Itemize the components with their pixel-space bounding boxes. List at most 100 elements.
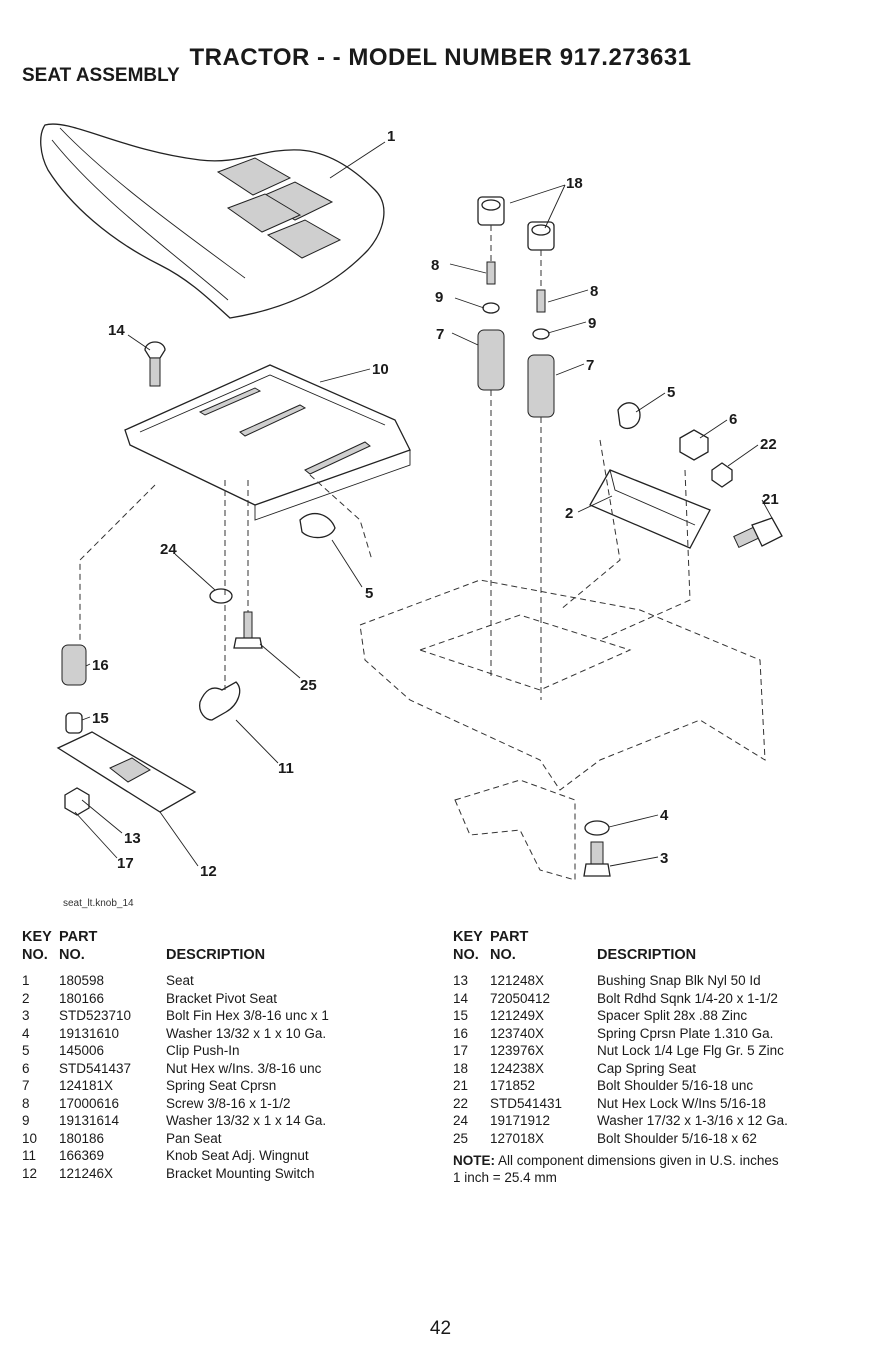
- description-cell: Spacer Split 28x .88 Zinc: [597, 1008, 748, 1023]
- key-no-cell: 9: [22, 1113, 30, 1128]
- part-no-cell: 17000616: [59, 1095, 120, 1111]
- table-row: 7 124181X Spring Seat Cprsn: [22, 1077, 422, 1095]
- tractor-frame-outline: [359, 439, 766, 881]
- key-no-cell: 8: [22, 1095, 30, 1111]
- key-no-cell: 24: [453, 1113, 469, 1128]
- callout-11: 11: [278, 760, 294, 777]
- description-cell: Spring Cprsn Plate 1.310 Ga.: [597, 1025, 774, 1041]
- key-no-cell: 22: [453, 1095, 469, 1111]
- part-no-cell: 180166: [59, 990, 105, 1006]
- part-no-cell: 180186: [59, 1130, 105, 1146]
- page-number: 42: [429, 1318, 452, 1339]
- part-no-cell: STD541431: [490, 1095, 563, 1111]
- description-cell: Bolt Fin Hex 3/8-16 unc x 1: [166, 1008, 329, 1023]
- washer-24-part: [209, 588, 233, 604]
- table-header-top: KEY PART: [22, 929, 98, 945]
- shoulder-bolt-part: [733, 517, 783, 549]
- note-text: All component dimensions given in U.S. i…: [495, 1153, 779, 1168]
- callout-5a: 5: [667, 384, 675, 401]
- description-cell: Spring Seat Cprsn: [166, 1078, 277, 1093]
- callout-8b: 8: [590, 283, 598, 300]
- description-cell: Bracket Mounting Switch: [166, 1165, 315, 1181]
- plate-spring-part: [61, 644, 87, 686]
- description-cell: Seat: [166, 973, 194, 988]
- description-cell: Knob Seat Adj. Wingnut: [166, 1148, 309, 1163]
- shoulder-bolt-25-part: [233, 611, 263, 649]
- callout-15: 15: [92, 710, 109, 727]
- part-no-cell: 166369: [59, 1148, 105, 1163]
- callout-10: 10: [372, 361, 389, 378]
- spring-stack-left: [477, 196, 505, 391]
- callout-8a: 8: [431, 257, 439, 274]
- callout-7b: 7: [586, 357, 594, 374]
- key-no-cell: 1: [22, 973, 30, 988]
- description-cell: Cap Spring Seat: [597, 1060, 697, 1076]
- part-no-cell: 171852: [490, 1078, 536, 1093]
- table-row: 14 72050412 Bolt Rdhd Sqnk 1/4-20 x 1-1/2: [453, 990, 863, 1008]
- wingnut-knob-part: [199, 681, 241, 721]
- callout-21: 21: [762, 491, 779, 508]
- callout-17: 17: [117, 855, 134, 872]
- lock-nut-17-part: [64, 787, 90, 816]
- push-in-clip-top: [617, 402, 641, 429]
- description-cell: Nut Hex w/Ins. 3/8-16 unc: [166, 1060, 322, 1076]
- table-header-top: KEY PART: [453, 929, 529, 945]
- description-cell: Bolt Rdhd Sqnk 1/4-20 x 1-1/2: [597, 990, 778, 1006]
- table-row: 22 STD541431 Nut Hex Lock W/Ins 5/16-18: [453, 1095, 863, 1113]
- key-no-cell: 3: [22, 1008, 30, 1023]
- part-no-cell: STD541437: [59, 1060, 132, 1076]
- part-no-cell: 121249X: [490, 1008, 545, 1023]
- callout-16: 16: [92, 657, 109, 674]
- table-row: 11 166369 Knob Seat Adj. Wingnut: [22, 1147, 422, 1165]
- callout-14: 14: [108, 322, 125, 339]
- key-no-cell: 12: [22, 1165, 38, 1181]
- part-no-cell: 124238X: [490, 1060, 545, 1076]
- key-no-cell: 2: [22, 990, 30, 1006]
- carriage-bolt-part: [144, 341, 166, 387]
- key-no-cell: 14: [453, 990, 469, 1006]
- callout-3: 3: [660, 850, 668, 867]
- part-no-cell: 145006: [59, 1043, 105, 1058]
- part-no-cell: 19171912: [490, 1113, 551, 1128]
- washer-part: [584, 820, 610, 836]
- key-no-cell: 16: [453, 1025, 469, 1041]
- part-no-cell: 19131610: [59, 1025, 120, 1041]
- table-row: 3 STD523710 Bolt Fin Hex 3/8-16 unc x 1: [22, 1007, 422, 1025]
- description-cell: Washer 17/32 x 1-3/16 x 12 Ga.: [597, 1113, 788, 1128]
- description-cell: Clip Push-In: [166, 1043, 240, 1058]
- callout-12: 12: [200, 863, 217, 880]
- description-cell: Nut Hex Lock W/Ins 5/16-18: [597, 1095, 766, 1111]
- description-cell: Screw 3/8-16 x 1-1/2: [166, 1095, 291, 1111]
- key-no-cell: 13: [453, 973, 469, 988]
- description-cell: Pan Seat: [166, 1130, 222, 1146]
- hex-bolt-part: [583, 841, 611, 877]
- key-no-cell: 18: [453, 1060, 469, 1076]
- description-cell: Bushing Snap Blk Nyl 50 Id: [597, 973, 761, 988]
- part-no-cell: STD523710: [59, 1008, 132, 1023]
- key-no-cell: 7: [22, 1078, 30, 1093]
- note-label: NOTE:: [453, 1153, 495, 1168]
- key-no-cell: 4: [22, 1025, 30, 1041]
- callout-5b: 5: [365, 585, 373, 602]
- callout-9b: 9: [588, 315, 596, 332]
- table-row: 24 19171912 Washer 17/32 x 1-3/16 x 12 Ga.: [453, 1112, 863, 1130]
- section-title: SEAT ASSEMBLY: [22, 65, 180, 86]
- part-no-cell: 72050412: [490, 990, 551, 1006]
- callout-9a: 9: [435, 289, 443, 306]
- part-no-cell: 124181X: [59, 1078, 114, 1093]
- description-cell: Bracket Pivot Seat: [166, 990, 278, 1006]
- callout-leaders: [74, 141, 773, 867]
- exploded-parts-diagram: 1 18 8 8 9 9 7 7 14 10 5 6 22 21 2 24 5 …: [0, 95, 881, 915]
- key-no-cell: 11: [22, 1148, 37, 1163]
- description-cell: Bolt Shoulder 5/16-18 unc: [597, 1078, 754, 1093]
- key-no-cell: 17: [453, 1043, 469, 1058]
- seat-pan-part: [124, 364, 411, 521]
- table-row: 2 180166 Bracket Pivot Seat: [22, 990, 422, 1008]
